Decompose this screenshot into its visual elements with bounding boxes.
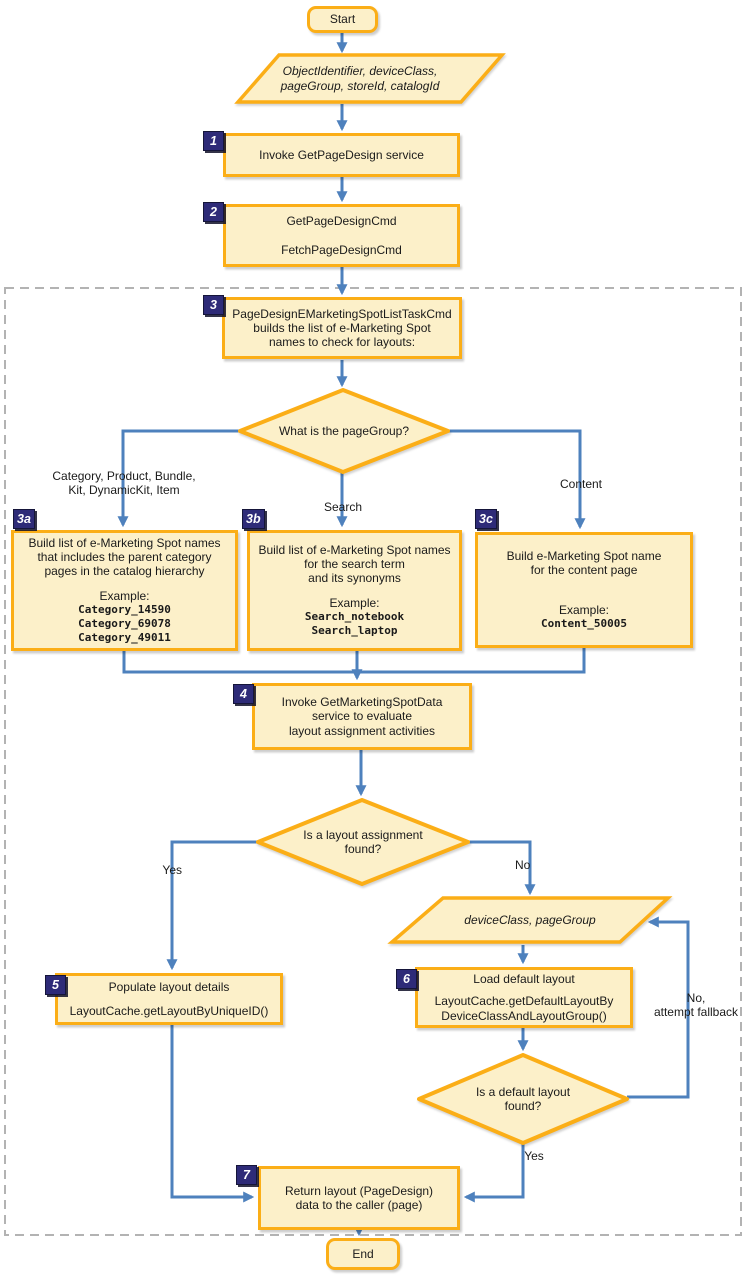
step-3a-box: Build list of e-Marketing Spot names tha… [11, 530, 238, 651]
input-parallelogram-1 [234, 53, 506, 104]
step-badge-3: 3 [203, 295, 224, 315]
end-label: End [352, 1246, 374, 1261]
step-2-box: GetPageDesignCmd FetchPageDesignCmd [223, 204, 460, 267]
end-terminator: End [326, 1238, 400, 1270]
step-badge-4: 4 [233, 684, 254, 704]
input-parallelogram-2 [387, 896, 673, 944]
start-terminator: Start [307, 6, 378, 33]
step-4-box: Invoke GetMarketingSpotData service to e… [252, 683, 472, 750]
example-label: Example: [558, 603, 610, 618]
step-badge-3a: 3a [13, 509, 35, 529]
edge-label-yes: Yes [162, 863, 182, 877]
edge-label-yes-default: Yes [524, 1149, 544, 1163]
branch-label-category: Category, Product, Bundle, Kit, DynamicK… [52, 469, 196, 498]
step-badge-6: 6 [396, 969, 417, 989]
edge-label-no: No [515, 858, 531, 872]
step-badge-3c: 3c [475, 509, 497, 529]
example-label: Example: [99, 589, 150, 604]
step-3b-box: Build list of e-Marketing Spot names for… [247, 530, 462, 651]
edge-label-fallback: No, attempt fallback [653, 991, 739, 1020]
step-3c-box: Build e-Marketing Spot name for the cont… [475, 532, 693, 648]
step-badge-3b: 3b [242, 509, 265, 529]
step-7-box: Return layout (PageDesign) data to the c… [258, 1166, 460, 1230]
step-badge-5: 5 [45, 975, 66, 995]
step-badge-2: 2 [203, 202, 224, 222]
step-6-box: Load default layout LayoutCache.getDefau… [415, 967, 633, 1028]
step-5-box: Populate layout details LayoutCache.getL… [55, 973, 283, 1025]
step-3-box: PageDesignEMarketingSpotListTaskCmd buil… [222, 297, 462, 359]
branch-label-search: Search [323, 500, 363, 514]
decision-assignment-diamond [256, 798, 470, 886]
dashed-group-border [4, 287, 742, 1236]
example-label: Example: [329, 596, 380, 611]
start-label: Start [329, 12, 356, 27]
decision-pagegroup-diamond [238, 388, 450, 474]
decision-default-diamond [417, 1053, 629, 1145]
step-badge-7: 7 [236, 1165, 257, 1185]
branch-label-content: Content [559, 477, 603, 491]
step-1-box: Invoke GetPageDesign service [223, 133, 460, 177]
step-badge-1: 1 [203, 131, 224, 151]
